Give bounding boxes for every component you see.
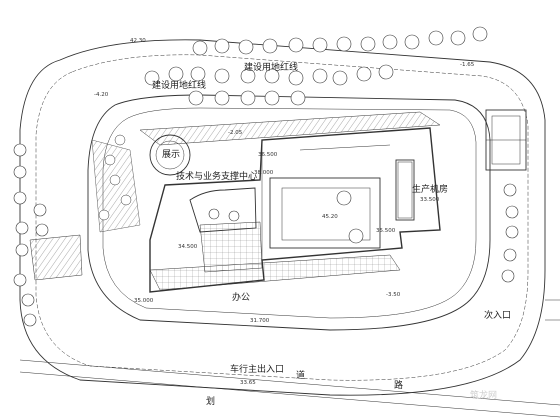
elev-9: 31.700 — [250, 318, 270, 324]
label-office: 办公 — [232, 291, 250, 303]
elev-13: -3.50 — [386, 292, 401, 298]
elev-10: 35.000 — [134, 298, 154, 304]
label-exhibit: 展示 — [162, 149, 180, 160]
elev-2: -4.20 — [94, 92, 109, 98]
area-labels: 建设用地红线 建设用地红线 展示 技术与业务支撑中心 生产机房 办公 次入口 车… — [152, 61, 511, 407]
elev-3: 45.20 — [322, 214, 338, 220]
elev-14: -1.65 — [460, 62, 475, 68]
tree-symbols — [13, 26, 519, 327]
elev-7: 36.500 — [258, 152, 278, 158]
elev-6: 33.500 — [420, 197, 440, 203]
label-side-entrance: 次入口 — [484, 309, 511, 321]
label-road-mid: 划 — [206, 395, 215, 407]
elev-11: 33.65 — [240, 380, 256, 386]
building-footprint — [149, 127, 441, 293]
label-road-right: 路 — [394, 379, 403, 391]
site-boundary — [19, 39, 560, 418]
label-tech-center: 技术与业务支撑中心 — [176, 170, 257, 182]
elev-4: 38.000 — [254, 170, 274, 176]
label-land-west: 建设用地红线 — [152, 79, 206, 91]
elev-5: 35.500 — [376, 228, 396, 234]
sports-court — [485, 109, 527, 171]
label-land-north: 建设用地红线 — [244, 61, 298, 73]
label-production: 生产机房 — [412, 183, 448, 195]
elev-12: -2.05 — [228, 130, 243, 136]
label-main-entrance: 车行主出入口 — [230, 363, 284, 375]
watermark: 筑龙网 — [470, 389, 497, 401]
elev-1: 42.30 — [130, 38, 146, 44]
label-road-left: 道 — [296, 369, 305, 381]
paved-plazas — [29, 111, 441, 291]
elevation-labels: 42.30 -4.20 45.20 38.000 35.500 33.500 3… — [94, 38, 475, 386]
exhibit-pavilion — [149, 134, 191, 176]
elev-8: 34.500 — [178, 244, 198, 250]
landscape-ring — [87, 94, 491, 331]
